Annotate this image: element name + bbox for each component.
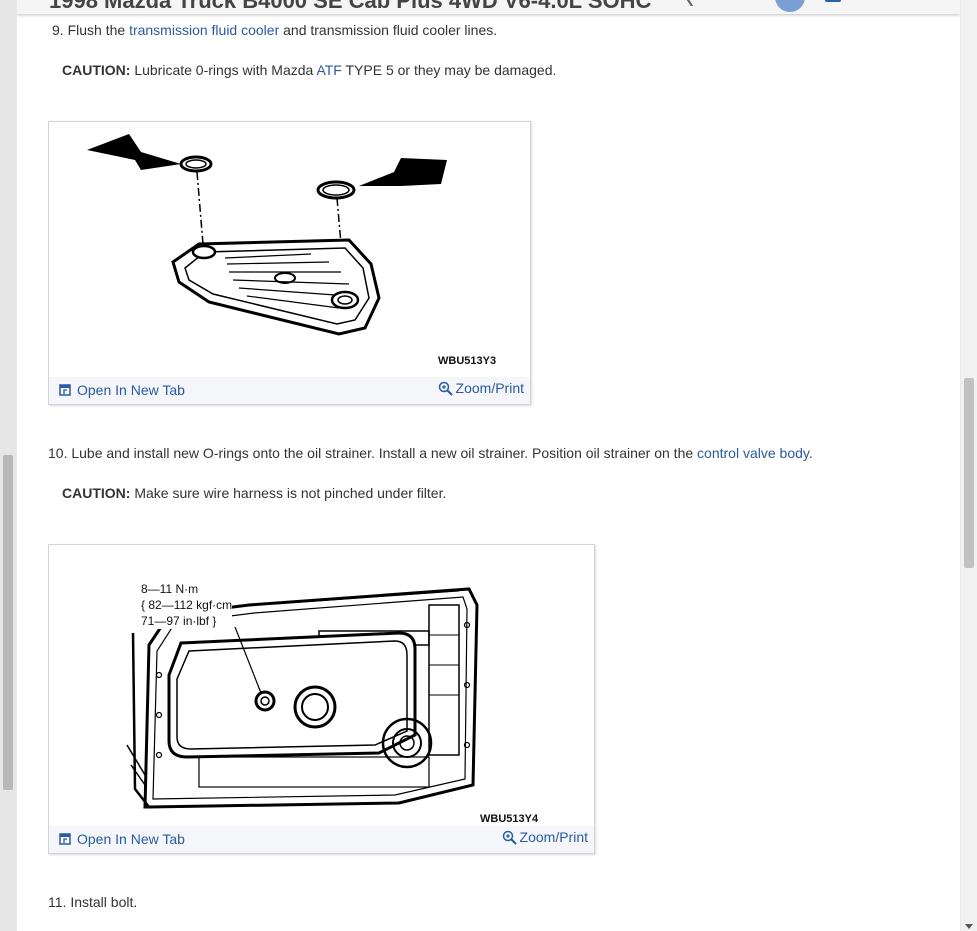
chevron-left-icon[interactable]: ❮: [685, 0, 695, 6]
arrow-right: [359, 158, 447, 186]
arrow-left: [87, 134, 181, 170]
link-control-valve-body[interactable]: control valve body: [697, 445, 809, 461]
left-scrollbar-thumb[interactable]: [3, 455, 13, 790]
step-text: Lube and install new O-rings onto the oi…: [71, 445, 694, 461]
add-document-icon[interactable]: [825, 0, 841, 2]
zoom-print-link[interactable]: Zoom/Print: [502, 829, 588, 845]
valve-body-illustration: [126, 587, 479, 809]
step-9: 9. Flush the transmission fluid cooler a…: [52, 22, 497, 38]
zoom-in-icon: [438, 381, 453, 396]
left-scrollbar[interactable]: [0, 0, 16, 931]
torque-nm: 8—11 N·m: [141, 582, 199, 596]
figure-footer: Open In New Tab Zoom/Print: [49, 826, 594, 853]
open-in-new-tab-link[interactable]: Open In New Tab: [59, 831, 185, 847]
zoom-in-icon: [502, 830, 517, 845]
link-atf[interactable]: ATF: [316, 62, 342, 78]
step-11: 11. Install bolt.: [48, 894, 137, 910]
zoom-print-label: Zoom/Print: [455, 380, 524, 396]
step-text: and transmission fluid cooler lines.: [283, 22, 498, 38]
avatar[interactable]: [775, 0, 805, 12]
torque-kgf: { 82—112 kgf·cm: [141, 598, 233, 612]
right-scrollbar[interactable]: [961, 0, 977, 931]
link-transmission-fluid-cooler[interactable]: transmission fluid cooler: [129, 22, 280, 38]
figure-code: WBU513Y3: [438, 355, 497, 367]
scroll-down-arrow-icon[interactable]: [965, 924, 973, 929]
open-new-tab-icon: [59, 384, 71, 396]
open-in-new-tab-label: Open In New Tab: [77, 831, 185, 847]
caution-text: Make sure wire harness is not pinched un…: [134, 485, 447, 501]
document-page: 1998 Mazda Truck B4000 SE Cab Plus 4WD V…: [17, 0, 960, 931]
figure-footer: Open In New Tab Zoom/Print: [49, 377, 530, 404]
right-scrollbar-thumb[interactable]: [964, 378, 974, 568]
step-number: 10.: [48, 445, 68, 461]
step-text: Flush the: [67, 22, 126, 38]
caution-label: CAUTION:: [62, 485, 131, 501]
torque-lbf: 71—97 in·lbf }: [141, 614, 217, 628]
caution-text: Lubricate 0-rings with Mazda: [134, 62, 314, 78]
zoom-print-label: Zoom/Print: [519, 829, 588, 845]
step-text: Install bolt.: [70, 894, 138, 910]
step-number: 9.: [52, 22, 64, 38]
figure-code: WBU513Y4: [480, 813, 539, 825]
top-header-bar: 1998 Mazda Truck B4000 SE Cab Plus 4WD V…: [17, 0, 960, 14]
caution-9: CAUTION: Lubricate 0-rings with Mazda AT…: [62, 62, 556, 78]
step-10: 10. Lube and install new O-rings onto th…: [48, 445, 813, 461]
torque-spec-label: 8—11 N·m { 82—112 kgf·cm 71—97 in·lbf }: [141, 581, 233, 629]
figure-oil-strainer-orings: WBU513Y3 Open In New Tab Zoom/Print: [48, 121, 531, 405]
zoom-print-link[interactable]: Zoom/Print: [438, 380, 524, 396]
open-in-new-tab-link[interactable]: Open In New Tab: [59, 382, 185, 398]
step-text: .: [808, 445, 813, 461]
open-in-new-tab-label: Open In New Tab: [77, 382, 185, 398]
open-new-tab-icon: [59, 833, 71, 845]
figure-control-valve-body: 8—11 N·m { 82—112 kgf·cm 71—97 in·lbf } …: [48, 544, 595, 854]
caution-label: CAUTION:: [62, 62, 131, 78]
caution-text: TYPE 5 or they may be damaged.: [345, 62, 557, 78]
page-title: 1998 Mazda Truck B4000 SE Cab Plus 4WD V…: [49, 0, 652, 13]
caution-10: CAUTION: Make sure wire harness is not p…: [62, 485, 446, 501]
oil-strainer-illustration: [87, 134, 447, 336]
step-number: 11.: [48, 894, 67, 910]
